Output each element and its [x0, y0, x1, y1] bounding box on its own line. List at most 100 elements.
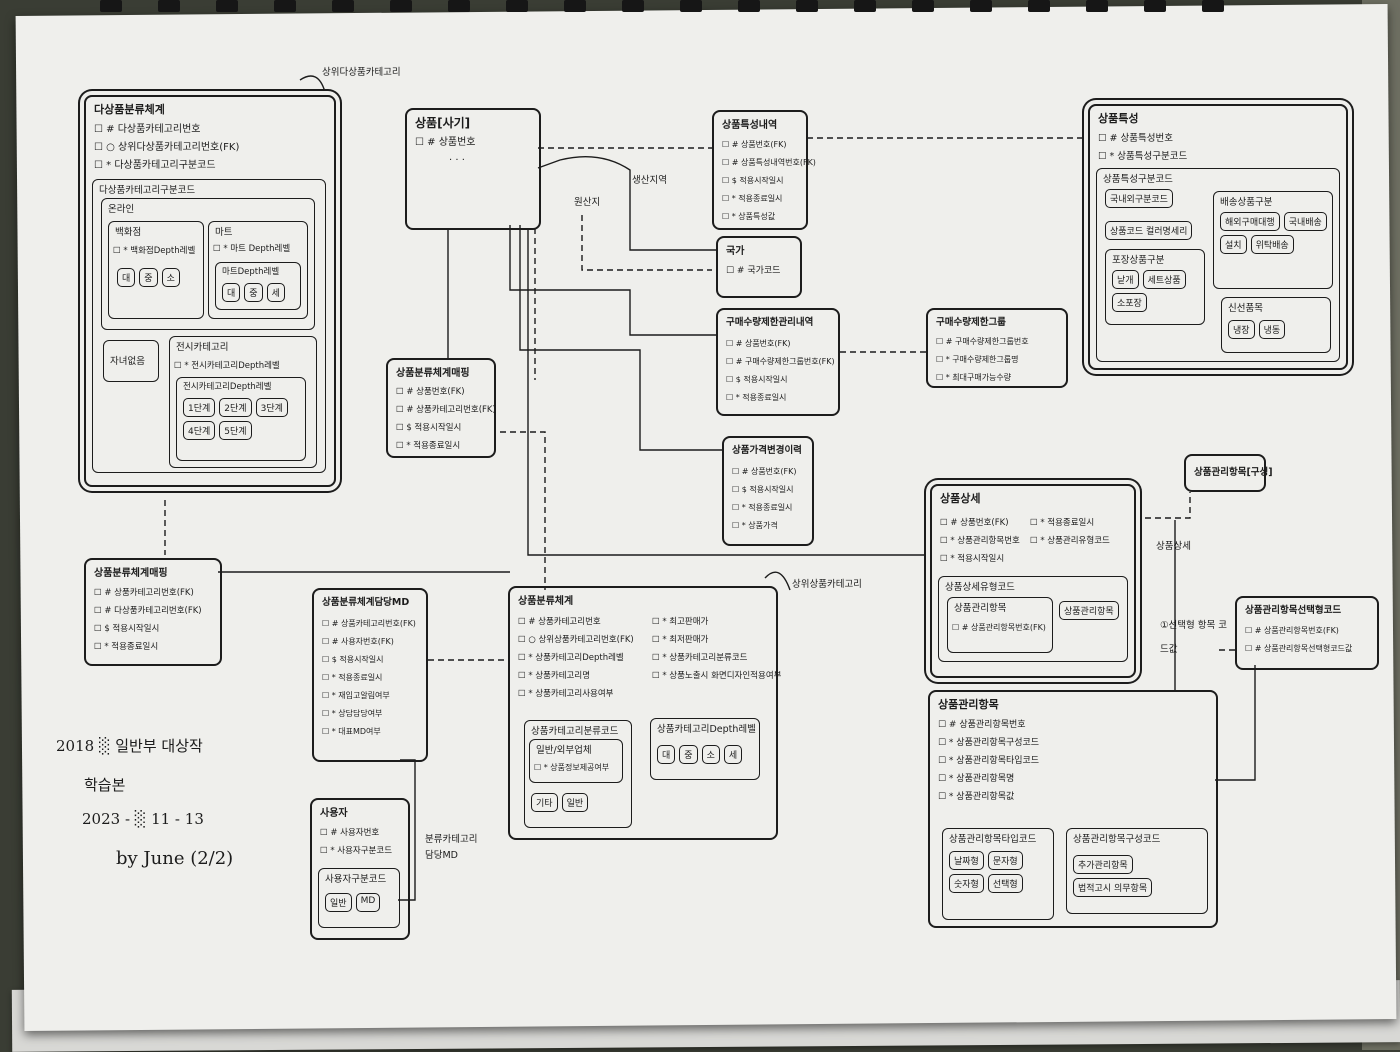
chip: 선택형: [987, 874, 1023, 893]
chip-row: 1단계 2단계 3단계 4단계 5단계: [183, 398, 301, 440]
chip: 상품코드 컬러명세리: [1105, 221, 1193, 240]
attr: ☐ * 사용자구분코드: [320, 846, 393, 856]
chip: 국내배송: [1283, 212, 1327, 231]
entity-goods-feature-history: 상품특성내역 ☐ # 상품번호(FK) ☐ # 상품특성내역번호(FK) ☐ $…: [712, 110, 816, 230]
chip-row: 대 중 세: [222, 283, 285, 302]
entity-attrs: ☐ # 상품번호(FK) ☐ # 상품카테고리번호(FK) ☐ $ 적용시작일시…: [396, 384, 496, 456]
attr: ☐ ○ 상위다상품카테고리번호(FK): [94, 142, 240, 153]
chip: 법적고시 의무항목: [1073, 878, 1153, 897]
chip: 날짜형: [949, 851, 984, 870]
attr: ☐ $ 적용시작일시: [396, 423, 462, 433]
group-title: 백화점: [115, 227, 142, 238]
attr: ☐ # 상품카테고리번호(FK): [322, 619, 416, 628]
entity-goods-detail: 상품상세 ☐ # 상품번호(FK) ☐ * 상품관리항목번호 ☐ * 적용시작일…: [930, 484, 1136, 678]
entity-title: 구매수량제한그룹: [936, 317, 1006, 328]
attr: ☐ $ 적용시작일시: [94, 624, 160, 634]
feature-subtype-group: 상품특성구분코드 국내외구분코드 상품코드 컬러명세리 포장상품구분 낱개 세트…: [1096, 168, 1340, 362]
chip: 추가관리항목: [1073, 855, 1133, 874]
entity-attrs: ☐ # 상품카테고리번호(FK) ☐ # 다상품카테고리번호(FK) ☐ $ 적…: [94, 584, 202, 656]
chip: 국내외구분코드: [1105, 189, 1173, 208]
chip-row: 상품관리항목: [1059, 601, 1119, 620]
attr: ☐ * 최저판매가: [652, 635, 709, 645]
chip: 위탁배송: [1250, 235, 1294, 254]
attr: ☐ # 다상품카테고리번호(FK): [94, 606, 202, 616]
chip-row: 추가관리항목 법적고시 의무항목: [1073, 855, 1205, 897]
chip: 낱개: [1112, 270, 1139, 289]
note-line: 2023 - ░ 11 - 13: [82, 810, 204, 828]
chip: 냉장: [1228, 320, 1255, 339]
chip-row: 대 중 소 세: [657, 745, 743, 764]
chip: 소포장: [1112, 293, 1147, 312]
chip-row: 날짜형 문자형 숫자형 선택형: [949, 851, 1049, 893]
entity-attrs: ☐ # 상품번호(FK) ☐ $ 적용시작일시 ☐ * 적용종료일시 ☐ * 상…: [732, 462, 797, 534]
attr: ☐ # 구매수량제한그룹번호: [936, 337, 1029, 346]
entity-title: 사용자: [320, 808, 348, 819]
group-title: 배송상품구분: [1220, 197, 1273, 208]
attr: · · ·: [449, 155, 465, 166]
relation-label: 상위다상품카테고리: [322, 67, 401, 78]
attr: ☐ # 상품카테고리번호(FK): [94, 588, 194, 598]
detail-mgmt-item: 상품관리항목 ☐ # 상품관리항목번호(FK): [947, 597, 1053, 653]
attr: ☐ # 사용자번호: [320, 828, 380, 838]
binding-ring: [158, 0, 180, 12]
binding-ring: [970, 0, 992, 12]
note-line: 학습본: [84, 776, 126, 794]
attr: ☐ * 상품가격: [732, 521, 778, 530]
category-depth-group: 상품카테고리Depth레벨 대 중 소 세: [650, 718, 760, 780]
attr: ☐ * 상품카테고리사용여부: [518, 689, 614, 699]
attr: ☐ $ 적용시작일시: [726, 375, 788, 384]
category-kind-group: 상품카테고리분류코드 일반/외부업체 ☐ * 상품정보제공여부 기타 일반: [524, 720, 632, 828]
binding-ring: [796, 0, 818, 12]
entity-price-history: 상품가격변경이력 ☐ # 상품번호(FK) ☐ $ 적용시작일시 ☐ * 적용종…: [722, 436, 814, 546]
entity-attrs-right: ☐ * 최고판매가 ☐ * 최저판매가 ☐ * 상품카테고리분류코드 ☐ * 상…: [652, 612, 781, 684]
group-title: 자녀없음: [110, 356, 145, 367]
attr: ☐ ○ 상위상품카테고리번호(FK): [518, 635, 634, 645]
entity-mgmt-item: 상품관리항목 ☐ # 상품관리항목번호 ☐ * 상품관리항목구성코드 ☐ * 상…: [928, 690, 1218, 928]
chip: 세트상품: [1142, 270, 1186, 289]
mgmt-comp-group: 상품관리항목구성코드 추가관리항목 법적고시 의무항목: [1066, 828, 1208, 914]
attr: ☐ * 상품특성값: [722, 212, 776, 221]
binding-ring: [622, 0, 644, 12]
group-title: 마트: [215, 227, 233, 238]
group-title: 전시카테고리: [176, 342, 229, 353]
attr: ☐ # 상품특성번호: [1098, 133, 1173, 144]
attr: ☐ * 다상품카테고리구분코드: [94, 160, 216, 171]
chip: 세: [723, 745, 743, 764]
binding-ring: [1086, 0, 1108, 12]
detail-subtype-group: 상품상세유형코드 상품관리항목 ☐ # 상품관리항목번호(FK) 상품관리항목: [938, 576, 1128, 662]
group-title: 상품관리항목구성코드: [1073, 834, 1161, 845]
chip-row: 상품코드 컬러명세리: [1105, 221, 1193, 240]
entity-title: 상품특성내역: [722, 120, 778, 131]
group-title: 포장상품구분: [1112, 255, 1165, 266]
attr: ☐ # 상품번호(FK): [940, 518, 1009, 528]
binding-ring: [216, 0, 238, 12]
attr: ☐ # 상품카테고리번호: [518, 617, 601, 627]
chip-row: 국내외구분코드: [1105, 189, 1173, 208]
subtype-online: 온라인 백화점 ☐ * 백화점Depth레벨 대 중 소 마트 ☐ * 마트 D…: [101, 198, 315, 330]
group-title: 상품카테고리Depth레벨: [657, 724, 756, 735]
subtype-department: 백화점 ☐ * 백화점Depth레벨 대 중 소: [108, 221, 204, 319]
entity-attrs: ☐ # 상품관리항목번호(FK) ☐ # 상품관리항목선택형코드값: [1245, 622, 1352, 658]
entity-title: 상품관리항목[구성]: [1194, 467, 1273, 478]
entity-goods-category: 상품분류체계 ☐ # 상품카테고리번호 ☐ ○ 상위상품카테고리번호(FK) ☐…: [508, 586, 781, 840]
chip: 중: [244, 283, 263, 302]
chip: 상품관리항목: [1059, 601, 1119, 620]
kind-external: 일반/외부업체 ☐ * 상품정보제공여부: [529, 739, 623, 783]
attr: ☐ # 구매수량제한그룹번호(FK): [726, 357, 835, 366]
subtype-nochild: 자녀없음: [103, 340, 159, 382]
entity-title: 상품관리항목선택형코드: [1245, 605, 1342, 616]
entity-attrs: ☐ # 국가코드: [726, 262, 780, 280]
entity-subcategory-map: 상품분류체계매핑 ☐ # 상품카테고리번호(FK) ☐ # 다상품카테고리번호(…: [84, 558, 222, 666]
attr: ☐ * 마트 Depth레벨: [213, 244, 291, 254]
chip: 기타: [531, 793, 558, 812]
entity-goods-feature: 상품특성 ☐ # 상품특성번호 ☐ * 상품특성구분코드 상품특성구분코드 국내…: [1088, 104, 1348, 370]
binding-ring: [912, 0, 934, 12]
entity-attrs: ☐ # 상품번호(FK) ☐ * 상품관리항목번호 ☐ * 적용시작일시: [940, 514, 1020, 568]
entity-attrs: ☐ # 상품카테고리번호(FK) ☐ # 사용자번호(FK) ☐ $ 적용시작일…: [322, 614, 416, 740]
binding-ring: [274, 0, 296, 12]
attr: ☐ # 상품관리항목번호(FK): [952, 623, 1046, 632]
attr: ☐ * 상품관리항목명: [938, 774, 1015, 784]
attr: ☐ # 상품번호(FK): [722, 140, 787, 149]
chip: MD: [355, 893, 381, 912]
note-line: 2018 ░ 일반부 대상작: [56, 737, 203, 755]
